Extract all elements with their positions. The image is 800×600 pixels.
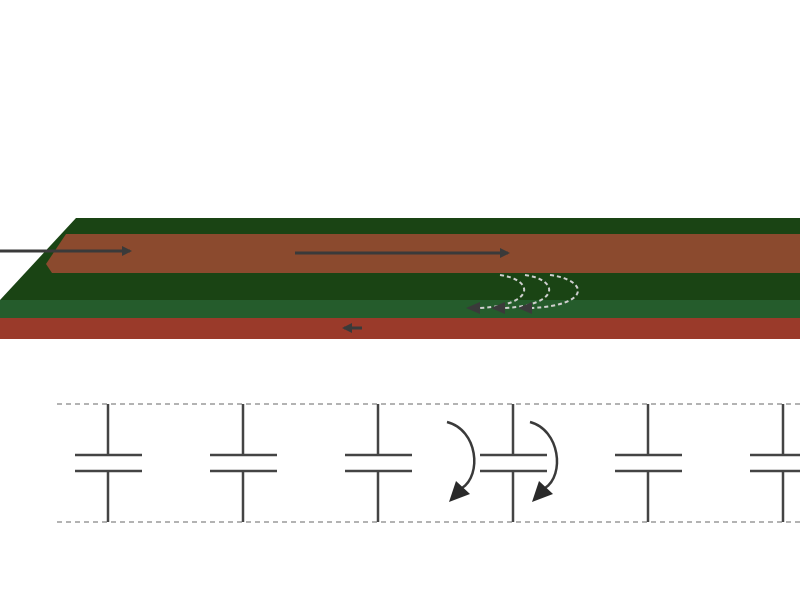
field-loop-head-2: [491, 302, 505, 314]
field-loop-head-1: [466, 302, 480, 314]
field-loop-arrowheads: [466, 302, 532, 314]
curved-arrow-right-head: [532, 481, 553, 502]
curved-arrow-right: [529, 420, 559, 490]
capacitor-array: [75, 404, 800, 522]
field-loop-head-3: [518, 302, 532, 314]
field-loop-2: [504, 274, 551, 309]
capacitor-4: [480, 404, 547, 522]
pcb-stackup: [0, 218, 800, 339]
signal-current-arrows: [0, 246, 510, 258]
capacitor-5: [615, 404, 682, 522]
curved-arrow-left: [446, 420, 476, 490]
capacitor-2: [210, 404, 277, 522]
displacement-current-arrows: [446, 420, 559, 502]
field-loop-3: [531, 274, 579, 309]
capacitor-1: [75, 404, 142, 522]
curved-arrow-left-head: [449, 481, 470, 502]
dielectric-edge: [0, 300, 800, 318]
capacitor-6: [750, 404, 800, 522]
circuit-rails: [57, 403, 800, 523]
return-plane: [0, 318, 800, 339]
capacitor-3: [345, 404, 412, 522]
